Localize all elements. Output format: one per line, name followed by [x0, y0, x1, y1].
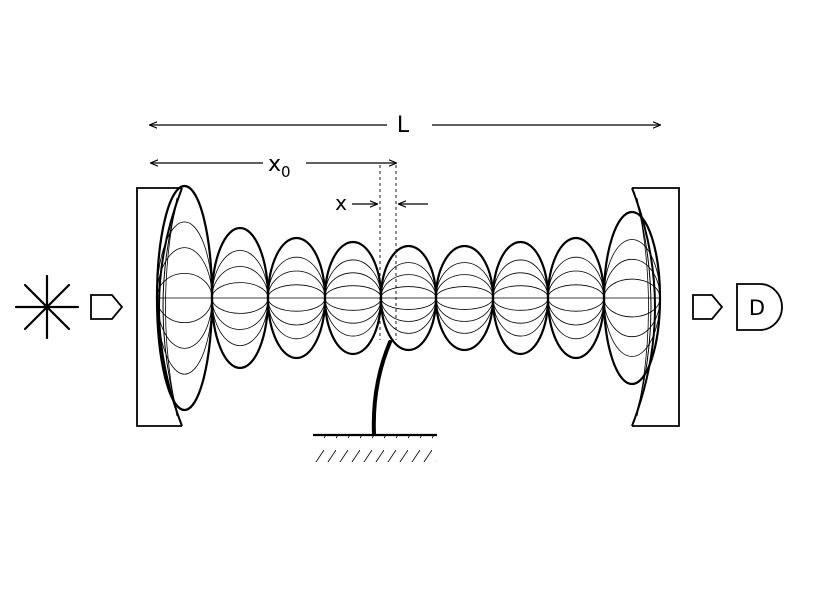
displacement-dimension: x	[335, 165, 428, 340]
equilibrium-position-label: x0	[268, 152, 291, 181]
left-mirror	[136, 187, 183, 427]
right-mirror	[631, 187, 680, 427]
equilibrium-position-dimension: x0	[151, 152, 396, 181]
wave-lobe	[602, 210, 662, 386]
input-beam-icon	[90, 294, 124, 320]
cantilever	[371, 340, 392, 436]
displacement-label: x	[335, 191, 347, 215]
cavity-length-dimension: L	[150, 113, 660, 138]
detector-label: D	[749, 296, 765, 320]
cavity-length-label: L	[397, 113, 410, 138]
equilibrium-position-subscript: 0	[281, 163, 291, 181]
detector-d-icon: D	[736, 283, 783, 331]
starburst-icon	[14, 274, 80, 340]
output-beam-icon	[692, 294, 724, 320]
ground-support	[313, 433, 437, 462]
standing-wave	[155, 184, 662, 412]
